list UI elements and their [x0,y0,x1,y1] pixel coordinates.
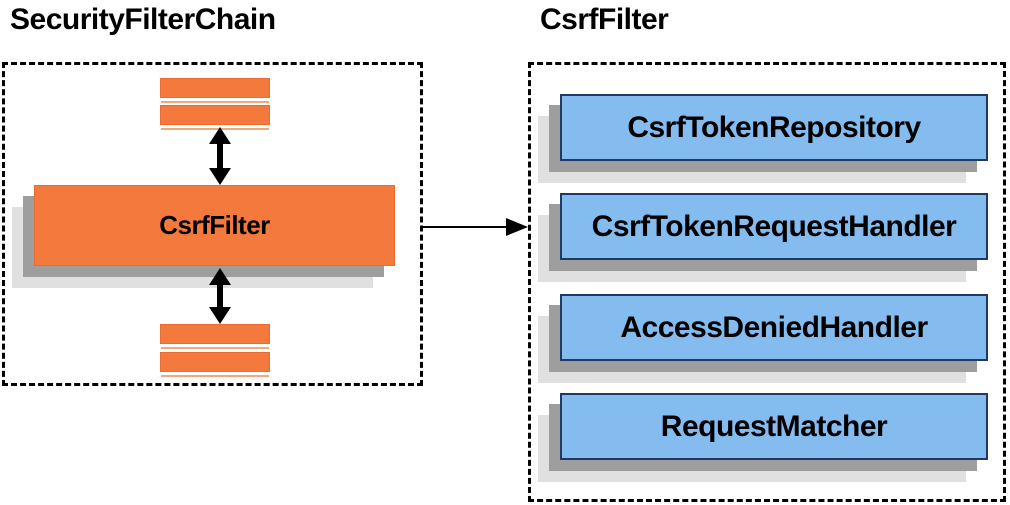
component-node-csrf-token-repository: CsrfTokenRepository [560,94,988,161]
component-node-request-matcher: RequestMatcher [560,393,988,460]
security-filter-chain-title: SecurityFilterChain [10,3,276,36]
component-node-label: CsrfTokenRepository [627,110,921,144]
csrf-filter-container: CsrfTokenRepository CsrfTokenRequestHand… [528,62,1006,502]
arrowhead-down [209,168,231,185]
component-node-access-denied-handler: AccessDeniedHandler [560,294,988,361]
filter-chain-bar [160,105,270,130]
component-node-label: RequestMatcher [660,409,888,443]
csrf-filter-title: CsrfFilter [540,3,669,36]
filter-chain-bar [160,324,270,349]
component-node-label: AccessDeniedHandler [620,310,928,344]
csrf-filter-node: CsrfFilter [34,185,395,266]
bidirectional-arrow-icon [209,268,231,324]
component-node-label: CsrfTokenRequestHandler [591,209,957,243]
filter-chain-bar [160,78,270,103]
arrowhead-up [209,127,231,144]
arrowhead-up [209,268,231,285]
arrowhead-right [506,218,528,236]
arrow-shaft [217,281,223,311]
flow-arrow-icon [423,218,528,236]
bidirectional-arrow-icon [209,127,231,185]
filter-chain-bar [160,352,270,377]
security-filter-chain-container: CsrfFilter [2,62,423,386]
arrow-shaft [217,140,223,172]
csrf-filter-node-label: CsrfFilter [159,210,270,240]
arrow-shaft [423,226,512,228]
arrowhead-down [209,307,231,324]
component-node-csrf-token-request-handler: CsrfTokenRequestHandler [560,193,988,260]
